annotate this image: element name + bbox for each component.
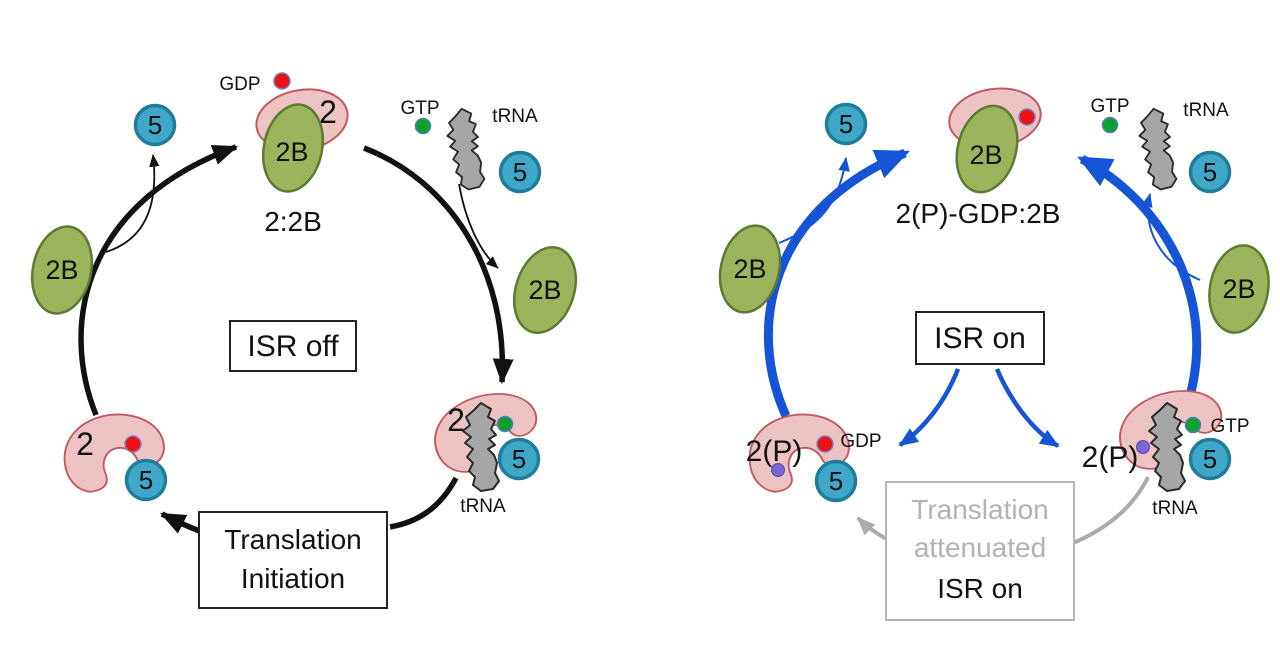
trna-label: tRNA: [1183, 100, 1229, 121]
trna-label: tRNA: [460, 496, 506, 517]
eif5-label: 5: [1203, 444, 1217, 474]
isr-on-box-frame: [915, 311, 1045, 365]
cycle-arc-down-right: [363, 145, 514, 385]
eif2-label: 2: [447, 402, 465, 438]
release-trna-arrow-blue: [1141, 193, 1201, 281]
isr-on-text: ISR on: [934, 322, 1026, 355]
attenuated-isr-on-text: ISR on: [937, 573, 1023, 604]
gdp-label: GDP: [219, 74, 260, 95]
phosphorylation-arrow-left: [898, 368, 961, 447]
eif5-label: 5: [839, 109, 853, 139]
eif2p-label: 2(P): [746, 435, 803, 468]
initiation-text-line1: Translation: [224, 524, 361, 555]
gtp-dot-bound: [1184, 416, 1202, 434]
isr-on-cycle: 5 GTP tRNA 5 2B 2B 2B 2(P)-GDP:2B 5 2(P): [710, 87, 1277, 621]
complex-2p-gdp-2b: 2B 2(P)-GDP:2B: [896, 87, 1061, 229]
translation-initiation-box: Translation Initiation: [160, 511, 388, 609]
isr-off-box-frame: [229, 320, 357, 372]
ternary-complex: 5 2 tRNA: [426, 384, 546, 517]
phospho-dot: [771, 463, 785, 477]
isr-off-text: ISR off: [247, 330, 339, 363]
attenuated-box-frame: [885, 481, 1075, 621]
trna-free-shape: [1136, 106, 1179, 192]
gtp-dot-bound: [496, 415, 514, 433]
ternary-complex-phospho: 5 2(P) GTP tRNA: [1082, 381, 1250, 519]
gdp-dot: [273, 72, 291, 90]
eif5-label: 5: [829, 466, 843, 496]
phospho-dot: [1136, 440, 1150, 454]
eif2-gdp-complex: 5 2: [63, 413, 168, 502]
translation-attenuated-box: Translation attenuated ISR on: [885, 481, 1075, 621]
eif2b-label: 2B: [733, 254, 766, 284]
trna-label: tRNA: [492, 106, 538, 127]
eif5-label: 5: [139, 465, 153, 495]
gdp-dot-bound: [816, 435, 834, 453]
release-5-arrow-blue: [778, 157, 850, 244]
isr-off-cycle: 5 GDP GTP tRNA 5 2B 2B 2 2B 2:2B 5 2: [23, 72, 588, 609]
gtp-dot: [1101, 116, 1119, 134]
complex-caption: 2:2B: [264, 206, 322, 237]
gdp-dot-bound: [1018, 108, 1036, 126]
eif5-label: 5: [513, 157, 527, 187]
gtp-dot: [414, 117, 432, 135]
eif5-label: 5: [512, 444, 526, 474]
trna-label: tRNA: [1152, 498, 1198, 519]
eif2b-label: 2B: [528, 275, 561, 305]
gtp-label: GTP: [400, 98, 439, 119]
eif2-label: 2: [76, 426, 94, 462]
eif2b-label: 2B: [1222, 274, 1255, 304]
initiation-arrow: [160, 511, 203, 535]
eif2b-label: 2B: [45, 255, 78, 285]
complex-2-2b: 2 2B 2:2B: [254, 88, 349, 237]
eif2b-label: 2B: [275, 137, 308, 167]
release-2b-arrow: [458, 183, 499, 269]
cycle-arc-up-right-blue: [1077, 155, 1202, 394]
eif2p-label: 2(P): [1082, 441, 1139, 474]
initiation-box-frame: [198, 511, 388, 609]
release-5-arrow: [105, 154, 160, 253]
eif5-label: 5: [148, 110, 162, 140]
eif2b-label: 2B: [969, 140, 1002, 170]
gdp-dot-bound: [124, 435, 142, 453]
complex-caption: 2(P)-GDP:2B: [896, 198, 1061, 229]
cycle-arc-to-box: [389, 476, 459, 530]
gdp-label: GDP: [840, 431, 881, 452]
isr-off-box: ISR off: [229, 320, 357, 372]
attenuated-text-line2: attenuated: [914, 532, 1046, 563]
attenuated-text-line1: Translation: [911, 494, 1048, 525]
initiation-text-line2: Initiation: [241, 563, 345, 594]
trna-free-shape: [444, 106, 487, 192]
gtp-label: GTP: [1210, 416, 1249, 437]
isr-on-box: ISR on: [898, 311, 1060, 448]
eif2p-gdp-complex: 5 2(P) GDP: [746, 413, 882, 503]
phosphorylation-arrow-right: [994, 368, 1060, 448]
gtp-label: GTP: [1090, 96, 1129, 117]
eif5-label: 5: [1203, 157, 1217, 187]
eif2-label: 2: [319, 94, 337, 130]
cycle-arc-up-left: [78, 144, 239, 417]
